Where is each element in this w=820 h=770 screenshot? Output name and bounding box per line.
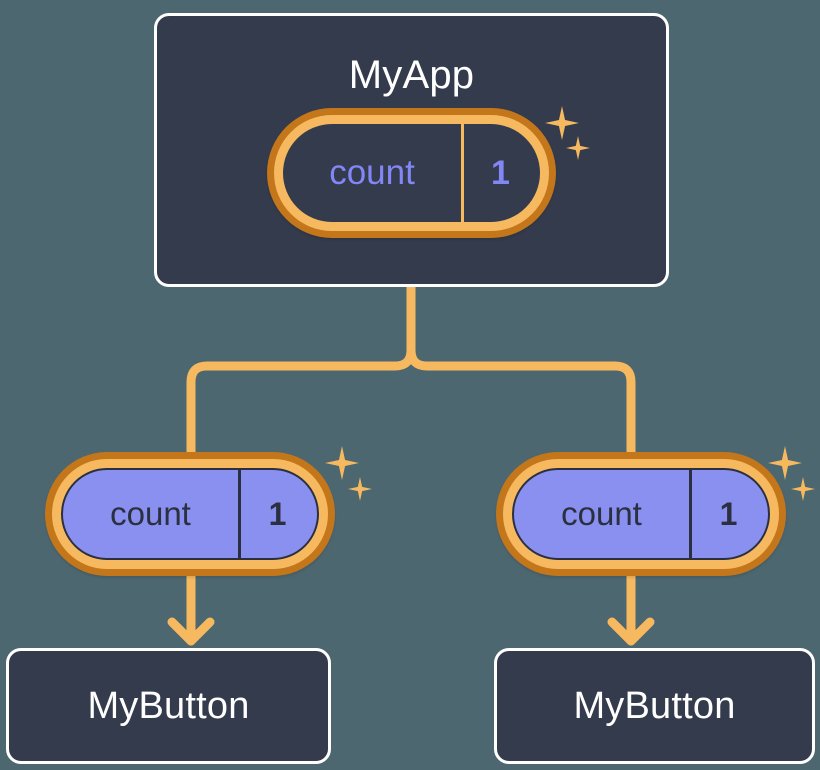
page-title: MyApp [348,53,475,97]
state-value: 1 [268,495,287,532]
arrowhead-right-icon [607,617,655,646]
component-title: MyButton [87,685,250,727]
state-pill-body: count 1 [283,124,540,222]
state-pill-inner-ring: count 1 [503,459,779,569]
state-pill-body: count 1 [512,468,770,560]
state-pill-inner-ring: count 1 [274,115,549,231]
state-value: 1 [491,153,510,192]
state-divider [238,470,241,558]
component-card-mybutton-left[interactable]: MyButton [6,648,331,764]
state-divider [689,470,692,558]
state-pill-body: count 1 [61,468,319,560]
sparkle-icon [768,446,802,480]
sparkle-icon [325,446,359,480]
state-key: count [561,495,642,532]
sparkle-icon [791,477,815,501]
state-value: 1 [719,495,738,532]
wire-branch-right [406,345,636,457]
state-key: count [110,495,191,532]
arrowhead-left-icon [167,617,215,646]
state-pill-child-right[interactable]: count 1 [496,452,786,576]
state-pill-inner-ring: count 1 [52,459,328,569]
state-pill-root[interactable]: count 1 [267,108,556,238]
wire-branch-left [186,345,416,457]
component-title: MyButton [573,685,736,727]
state-key: count [329,153,415,192]
state-divider [461,124,464,222]
component-card-mybutton-right[interactable]: MyButton [494,648,815,764]
state-pill-child-left[interactable]: count 1 [45,452,335,576]
sparkle-icon [348,477,372,501]
